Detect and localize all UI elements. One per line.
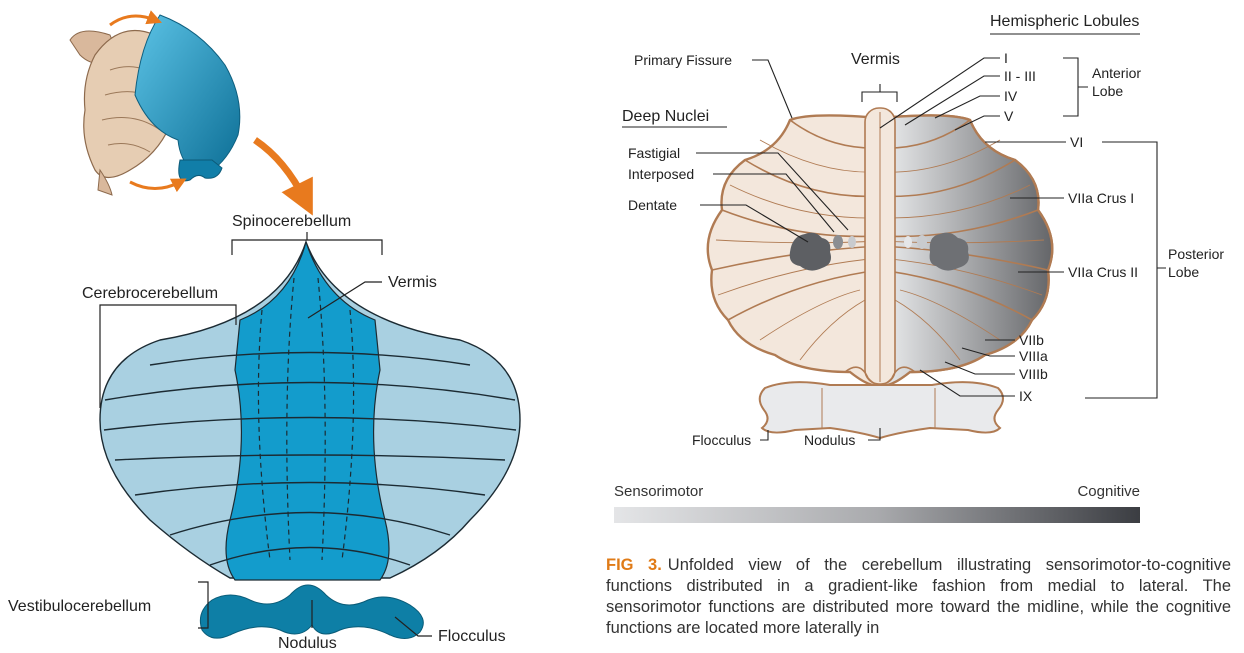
label-lobule-V: V bbox=[1004, 108, 1014, 124]
label-lobule-VIIIb: VIIIb bbox=[1019, 366, 1048, 382]
fastigial-right bbox=[904, 236, 912, 248]
gradient-label-cognitive: Cognitive bbox=[1030, 483, 1140, 500]
figure-caption: FIG 3.Unfolded view of the cerebellum il… bbox=[606, 555, 1231, 639]
label-primary-fissure: Primary Fissure bbox=[634, 52, 732, 68]
label-lobule-I: I bbox=[1004, 50, 1008, 66]
interposed-right bbox=[917, 235, 927, 249]
label-vermis-right: Vermis bbox=[851, 51, 900, 68]
label-posterior-lobe-2: Lobe bbox=[1168, 264, 1199, 280]
label-flocculus-right: Flocculus bbox=[692, 432, 751, 448]
label-lobule-VI: VI bbox=[1070, 134, 1083, 150]
caption-text: Unfolded view of the cerebellum illustra… bbox=[606, 556, 1231, 637]
vermis-region bbox=[226, 242, 389, 580]
label-deep-nuclei: Deep Nuclei bbox=[622, 108, 709, 125]
interposed-left bbox=[833, 235, 843, 249]
caption-label: FIG 3. bbox=[606, 556, 662, 574]
label-hemispheric-lobules: Hemispheric Lobules bbox=[990, 13, 1139, 30]
cerebellum-3d-inset bbox=[70, 15, 305, 200]
label-anterior-lobe-1: Anterior bbox=[1092, 65, 1141, 81]
label-lobule-VIIa-crus-I: VIIa Crus I bbox=[1068, 190, 1134, 206]
label-lobule-VIIIa: VIIIa bbox=[1019, 348, 1048, 364]
label-flocculus-left: Flocculus bbox=[438, 628, 506, 645]
label-dentate: Dentate bbox=[628, 197, 677, 213]
label-lobule-IX: IX bbox=[1019, 388, 1033, 404]
sensorimotor-cognitive-gradient-bar bbox=[614, 507, 1140, 523]
label-spinocerebellum: Spinocerebellum bbox=[232, 213, 351, 230]
flocculus-nodulus-right bbox=[760, 382, 1003, 438]
label-lobule-IV: IV bbox=[1004, 88, 1018, 104]
label-nodulus-left: Nodulus bbox=[278, 635, 337, 652]
gradient-label-sensorimotor: Sensorimotor bbox=[614, 483, 703, 500]
fastigial-left bbox=[848, 236, 856, 248]
label-cerebrocerebellum: Cerebrocerebellum bbox=[82, 285, 218, 302]
label-vestibulocerebellum: Vestibulocerebellum bbox=[8, 598, 151, 615]
label-lobule-II-III: II - III bbox=[1004, 68, 1036, 84]
cerebellum-unfolded-right: Hemispheric Lobules Vermis Primary Fissu… bbox=[622, 13, 1224, 448]
label-lobule-VIIa-crus-II: VIIa Crus II bbox=[1068, 264, 1138, 280]
label-posterior-lobe-1: Posterior bbox=[1168, 246, 1224, 262]
label-interposed: Interposed bbox=[628, 166, 694, 182]
label-fastigial: Fastigial bbox=[628, 145, 680, 161]
cerebellum-unfolded-left: Spinocerebellum Cerebrocerebellum Vermis… bbox=[8, 213, 520, 652]
label-vermis-left: Vermis bbox=[388, 274, 437, 291]
label-anterior-lobe-2: Lobe bbox=[1092, 83, 1123, 99]
label-lobule-VIIb: VIIb bbox=[1019, 332, 1044, 348]
label-nodulus-right: Nodulus bbox=[804, 432, 855, 448]
